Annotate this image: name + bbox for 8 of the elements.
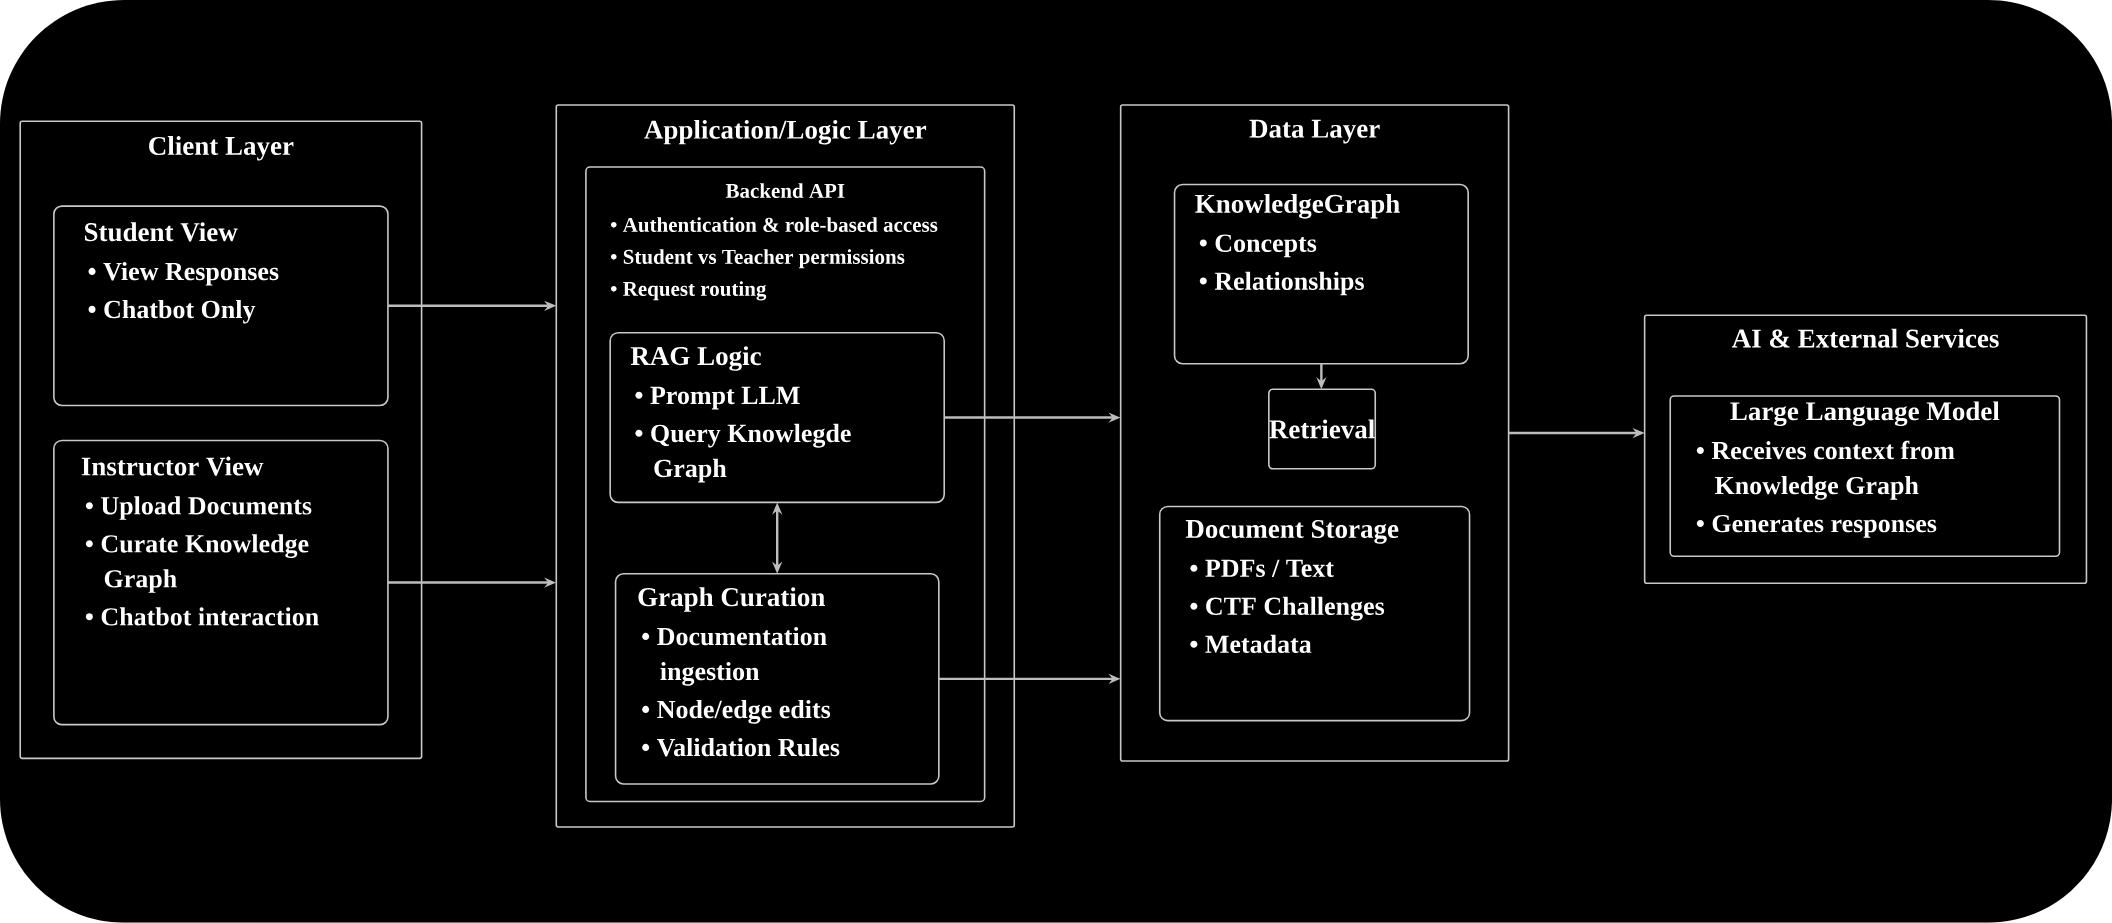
view-box: Student View • View Responses • Chatbot Only (53, 205, 389, 407)
logic-box: RAG Logic • Prompt LLM • Query Knowlegde Graph (609, 332, 945, 504)
model-box: Large Language Model • Receives context from Knowledge Graph • Generates responses (1669, 395, 2061, 558)
graph-box: KnowledgeGraph • Concepts • Relationships (1173, 183, 1469, 365)
view-box: Instructor View • Upload Documents • Curate Knowledge Graph • Chatbot interaction (53, 439, 389, 726)
storage-box: Document Storage • PDFs / Text • CTF Challenges • Metadata (1158, 505, 1471, 722)
curation-box: Graph Curation • Documentation ingestion • Node/edge edits • Validation Rules (614, 573, 940, 785)
retrieval-box: Retrieval (1268, 388, 1377, 470)
